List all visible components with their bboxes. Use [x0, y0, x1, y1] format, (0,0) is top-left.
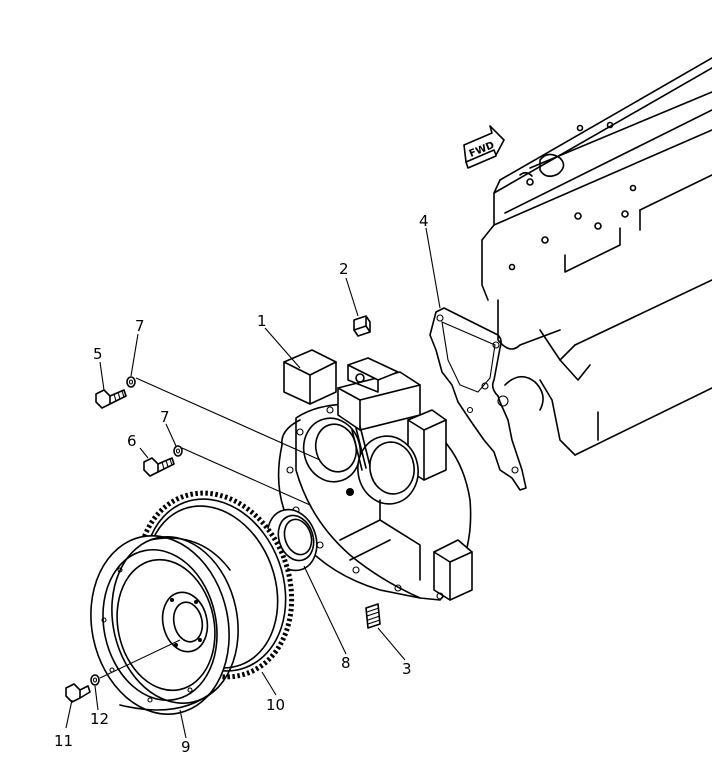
plug-top — [353, 315, 371, 337]
washer-7-upper — [126, 376, 136, 388]
fwd-arrow-icon: FWD — [463, 125, 505, 169]
callout-6: 6 — [127, 432, 137, 450]
flywheel-housing — [277, 349, 473, 601]
gasket — [429, 307, 527, 491]
callout-11: 11 — [54, 732, 73, 750]
callout-1: 1 — [257, 312, 267, 330]
engine-block — [481, 57, 712, 456]
callout-10: 10 — [266, 696, 285, 714]
washer-7-lower — [173, 445, 183, 457]
washer-12 — [90, 674, 100, 686]
callout-7-lower: 7 — [160, 408, 170, 426]
callout-7-upper: 7 — [135, 317, 145, 335]
callout-12: 12 — [90, 710, 109, 728]
callout-9: 9 — [181, 738, 191, 756]
flywheel — [90, 535, 239, 715]
bolt-11 — [65, 683, 91, 703]
callout-2: 2 — [339, 260, 349, 278]
plug-bottom — [365, 603, 381, 629]
callout-4: 4 — [419, 212, 429, 230]
assembly-lines — [99, 377, 321, 679]
bolt-5 — [95, 389, 127, 409]
callout-3: 3 — [402, 660, 412, 678]
callout-8: 8 — [341, 654, 351, 672]
bolt-6 — [143, 457, 175, 477]
leader-lines — [65, 227, 441, 739]
callout-labels: 1 2 3 4 5 6 7 7 8 9 10 11 12 — [54, 212, 429, 756]
callout-5: 5 — [93, 345, 103, 363]
